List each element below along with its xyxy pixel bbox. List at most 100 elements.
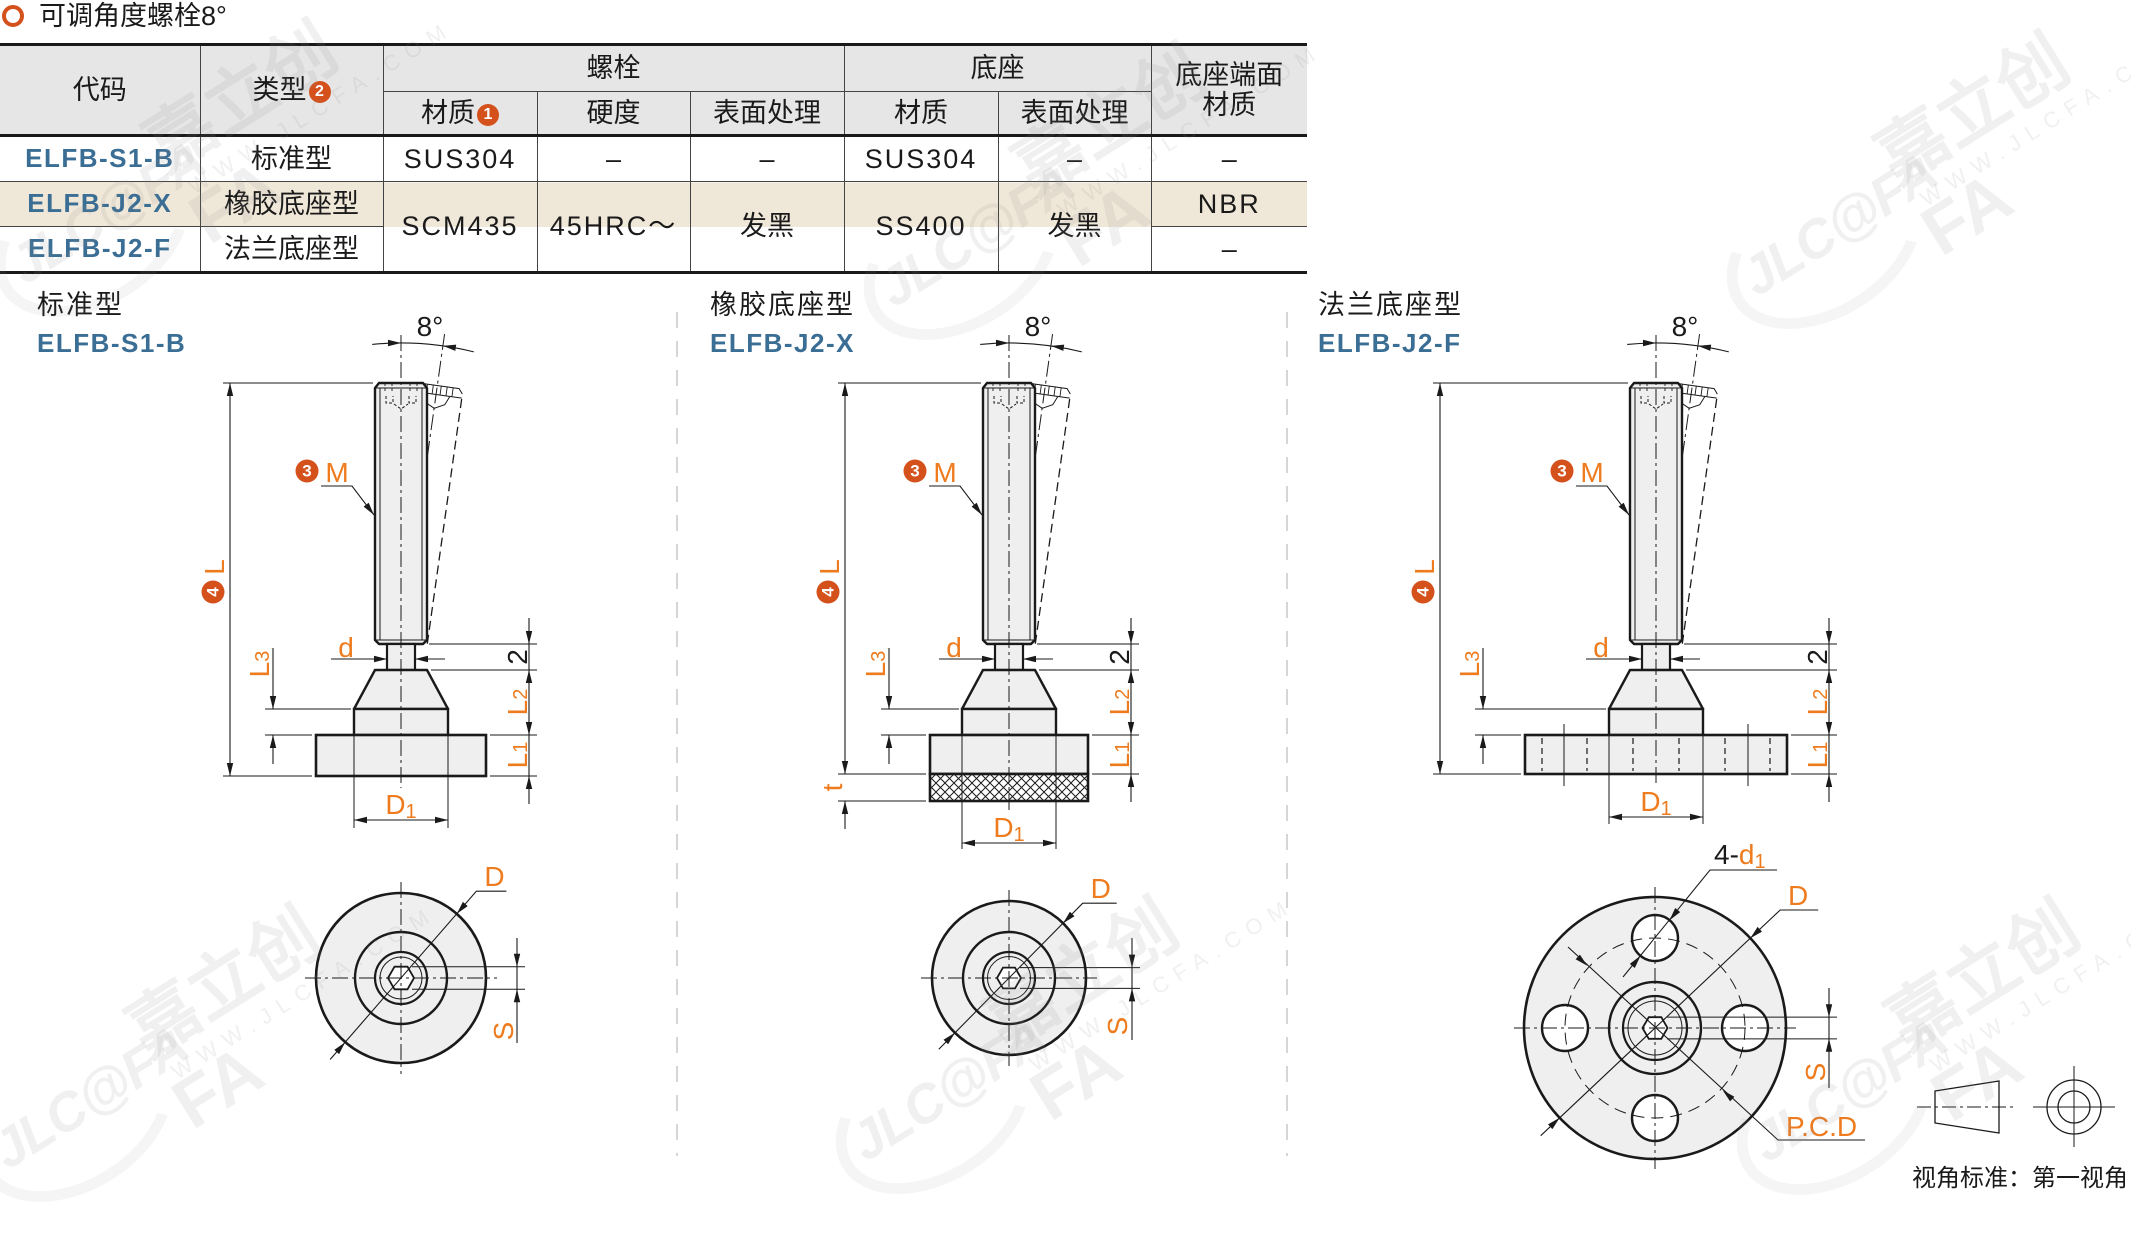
angle-arrow [442, 344, 457, 351]
dimension-arrow [456, 901, 468, 914]
tilted-socket-line [1047, 386, 1050, 396]
L2-label-text: L [1104, 700, 1135, 716]
L-note-badge-circle [1411, 580, 1435, 604]
t-label: t [817, 783, 848, 791]
L2-label-subscript: 2 [510, 689, 532, 700]
cell-type: 法兰底座型 [199, 226, 384, 274]
angle-dimension-arc [980, 342, 1082, 353]
drawing-code: ELFB-S1-B [37, 328, 186, 358]
header-line-2: 材质 [1202, 90, 1257, 120]
dimension-arrow [1128, 954, 1136, 968]
first-angle-projection-icon [1917, 1066, 2115, 1147]
cell-code: ELFB-J2-F [0, 226, 201, 274]
tilted-socket-line [439, 386, 442, 396]
dimension-arrow [1436, 383, 1444, 396]
cell-bolt-surface-treatment: – [689, 135, 845, 182]
dimension-arrow [525, 631, 533, 644]
angle-dimension-arc [372, 342, 474, 353]
angle-label: 8° [417, 311, 444, 342]
D1-label-subscript: 1 [406, 801, 417, 823]
L1-label-subscript: 1 [510, 742, 532, 753]
cell-base-end-face-material: – [1150, 226, 1308, 274]
pcd-label: P.C.D [1786, 1111, 1857, 1142]
tilted-bolt-edge [1034, 395, 1071, 644]
L-note-badge-number: 4 [1414, 587, 1433, 597]
M-note-badge-circle [295, 459, 319, 483]
D1-label-subscript: 1 [1014, 824, 1025, 846]
dimension-arrow [1479, 696, 1487, 709]
cell-type: 标准型 [199, 135, 384, 182]
dimension-arrow [525, 776, 533, 789]
L-label: L [814, 559, 845, 575]
bolt-shaft [373, 381, 429, 646]
pcd-leader-line [1567, 946, 1865, 1141]
pcd-label-text: P.C.D [1786, 1111, 1857, 1142]
L3-label: L3 [860, 651, 891, 678]
S-label-text: S [488, 1022, 519, 1041]
cell-bolt-surface-treatment: 发黑 [689, 181, 845, 274]
D-label-text: D [1788, 880, 1808, 911]
header-base-surface-treatment: 表面处理 [997, 91, 1152, 137]
L3-label: L3 [244, 651, 275, 678]
neck-length-label: 2 [1802, 649, 1833, 665]
holes-label-subscript: 1 [1754, 851, 1765, 873]
dimension-arrow [1127, 631, 1135, 644]
L-note-badge: 4 [1411, 580, 1435, 604]
dimension-arrow [841, 761, 849, 774]
dimension-arrow [1629, 955, 1641, 968]
angle-label-text: 8° [417, 311, 444, 342]
D-label-text: D [1091, 873, 1111, 904]
L1-label: L1 [1104, 742, 1135, 769]
L-label: L [199, 559, 230, 575]
dimension-arrow [1825, 670, 1833, 683]
dimension-arrow [1825, 774, 1833, 787]
L1-label-text: L [1104, 753, 1135, 769]
neck-length-label-text: 2 [1802, 649, 1833, 665]
S-label: S [1800, 1063, 1831, 1082]
tilted-socket-line [451, 387, 454, 397]
bottom-view-1: DS [305, 861, 525, 1074]
L2-label: L2 [1104, 689, 1135, 716]
D-label-text: D [484, 861, 504, 892]
M-label: M [933, 457, 956, 488]
header-base-end-face-material: 底座端面材质 [1150, 43, 1308, 137]
angle-arrow [388, 339, 401, 347]
L2-label-text: L [1802, 700, 1833, 716]
drawing-code: ELFB-J2-F [1318, 328, 1462, 358]
D1-label-text: D [385, 789, 405, 820]
projection-cone-side [1934, 1080, 2000, 1134]
dimension-arrow [943, 1032, 955, 1045]
dimension-arrow [1128, 988, 1136, 1002]
D-leader-line [329, 890, 507, 1060]
M-note-badge-number: 3 [302, 462, 311, 481]
M-label-text: M [933, 457, 956, 488]
d-label: d [1593, 632, 1609, 663]
angle-label: 8° [1025, 311, 1052, 342]
L3-label-subscript: 3 [868, 651, 890, 662]
M-label-text: M [1580, 457, 1603, 488]
socket-hidden-outline [385, 396, 417, 410]
dimension-arrow [513, 953, 521, 967]
dimension-arrow [1127, 774, 1135, 787]
L-label-text: L [1409, 559, 1440, 575]
L1-label-text: L [502, 753, 533, 769]
cell-type: 橡胶底座型 [199, 181, 384, 227]
header-line-1: 底座端面 [1175, 59, 1284, 90]
D1-label-subscript: 1 [1661, 798, 1672, 820]
dimension-arrow [525, 722, 533, 735]
L-label-text: L [814, 559, 845, 575]
S-label: S [1102, 1017, 1133, 1036]
L2-label-subscript: 2 [1112, 689, 1134, 700]
dimension-arrow [269, 696, 277, 709]
dimension-arrow [1825, 1004, 1833, 1018]
tilted-socket-line [1706, 387, 1709, 397]
cell-base-end-face-material: NBR [1150, 181, 1308, 227]
angle-dimension-arc [1627, 342, 1729, 353]
L-note-badge-circle [201, 580, 225, 604]
d-label-text: d [1593, 632, 1609, 663]
header-base-material: 材质 [843, 91, 999, 137]
bolt-shaft [1628, 381, 1684, 646]
